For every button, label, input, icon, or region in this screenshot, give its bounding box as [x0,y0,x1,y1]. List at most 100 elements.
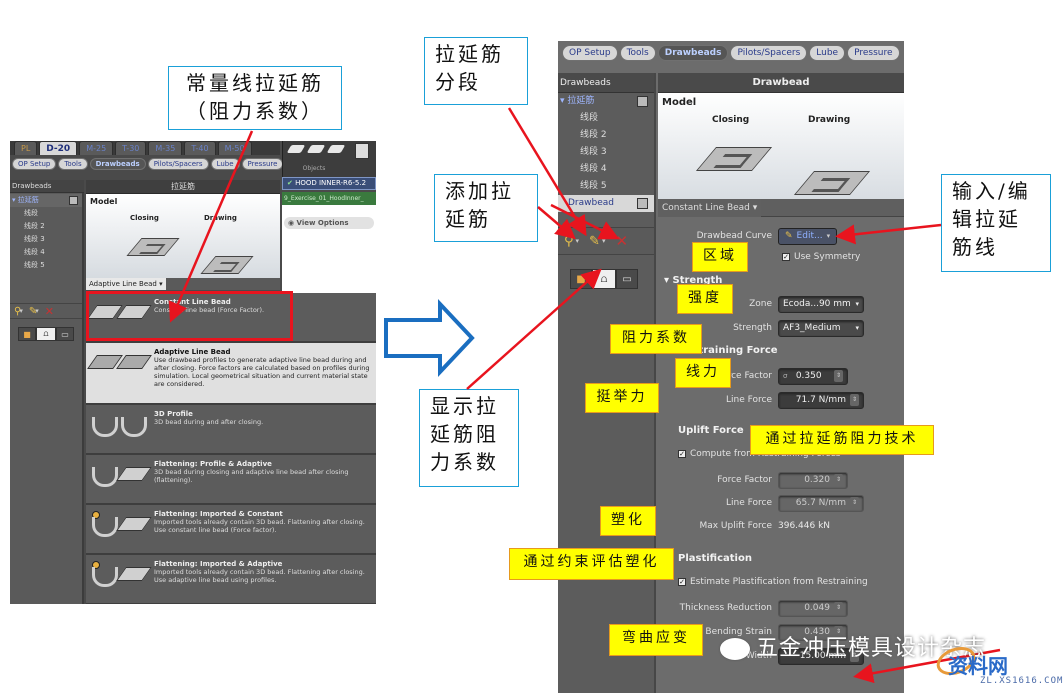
bead-type-dropdown[interactable]: Adaptive Line Bead ▾ [86,278,166,290]
bending-strain-input[interactable]: 0.430⇕ [778,623,848,641]
pill-lube[interactable]: Lube [210,158,240,170]
edit-curve-button[interactable]: ✎Edit...▾ [778,227,838,245]
use-symmetry-checkbox[interactable]: ✓ [782,253,790,261]
add-drawbead-icon[interactable]: ⚲ [564,233,574,249]
pill-tools[interactable]: Tools [619,45,656,61]
stepper-icon[interactable]: ⇕ [833,626,843,638]
note-plastic: 塑化 [600,506,656,536]
chevron-down-icon[interactable]: ▾ [601,237,606,245]
pill-pressure[interactable]: Pressure [847,45,900,61]
bead-profile-icon[interactable]: ⩍ [36,327,56,341]
strength-dropdown[interactable]: AF3_Medium▾ [778,319,864,337]
menu-item-flattening-profile-adaptive[interactable]: Flattening: Profile & Adaptive 3D bead d… [86,455,376,505]
tree-item-segment-4[interactable]: 线段 4 [580,164,607,174]
estimate-plastification-row: ✓ Estimate Plastification from Restraini… [678,577,868,587]
exercise-bar[interactable]: 9_Exercise_01_HoodInner_ [282,192,376,205]
menu-item-flattening-imported-adaptive[interactable]: Flattening: Imported & Adaptive Imported… [86,555,376,604]
site-url: ZL.XS1616.COM [980,676,1064,686]
tree-item-segment-1[interactable]: 线段 [24,209,38,217]
pill-pilots-spacers[interactable]: Pilots/Spacers [730,45,808,61]
stage-tab-t40[interactable]: T-40 [184,141,216,155]
stage-tab-m50[interactable]: M-50 [217,141,252,155]
pill-pressure[interactable]: Pressure [241,158,284,170]
tree-root-drawbead[interactable]: ▾ 拉延筋 [558,93,654,110]
flat-object-icon[interactable] [286,145,306,153]
tree-item-segment-1[interactable]: 线段 [580,113,599,123]
cube-icon[interactable]: ■ [570,269,592,289]
max-uplift-row: Max Uplift Force 396.446 kN [658,517,830,535]
visibility-toggle[interactable] [637,198,648,209]
panel-header: Drawbead [658,73,904,93]
compute-restraining-checkbox[interactable]: ✓ [678,450,686,458]
zone-value: Ecoda...90 mm [783,298,851,309]
visibility-toggle[interactable] [637,96,648,107]
uplift-force-factor-input[interactable]: 0.320⇕ [778,471,848,489]
menu-item-adaptive-line-bead[interactable]: Adaptive Line Bead Use drawbead profiles… [86,343,376,405]
pill-op-setup[interactable]: OP Setup [12,158,57,170]
view-options-button[interactable]: ◉ View Options [284,217,374,229]
delete-icon[interactable]: ✕ [615,232,629,250]
tree-item-segment-5[interactable]: 线段 5 [24,261,45,269]
stepper-icon[interactable]: ⇕ [833,602,843,614]
3d-viewport[interactable]: ◉ View Options [282,205,376,293]
line-force-input[interactable]: 71.7 N/mm⇕ [778,391,864,409]
uplift-line-force-input[interactable]: 65.7 N/mm⇕ [778,494,864,512]
closing-label: Closing [712,115,750,125]
delete-icon[interactable]: ✕ [44,304,54,318]
tree-item-segment-3[interactable]: 线段 3 [24,235,45,243]
bead-profile-icon[interactable]: ⩍ [592,269,616,289]
thickness-reduction-input[interactable]: 0.049⇕ [778,599,848,617]
stepper-icon[interactable]: ⇕ [833,474,843,486]
chevron-down-icon[interactable]: ▾ [575,237,580,245]
chevron-down-icon[interactable]: ▾ [826,231,831,240]
tree-item-segment-3[interactable]: 线段 3 [580,147,607,157]
pencil-icon[interactable]: ✎ [28,305,38,317]
tree-item-segment-2[interactable]: 线段 2 [580,130,607,140]
strength-section-title[interactable]: ▾ Strength [664,275,722,286]
stage-tab-m35[interactable]: M-35 [148,141,183,155]
tree-root-drawbead[interactable]: ▾ 拉延筋 [10,194,82,207]
estimate-plastification-checkbox[interactable]: ✓ [678,578,686,586]
strength-row: Strength AF3_Medium▾ [658,319,864,337]
tree-item-segment-4[interactable]: 线段 4 [24,248,45,256]
stepper-icon[interactable]: ⇕ [849,650,859,662]
stepper-icon[interactable]: ⇕ [849,497,859,509]
stage-tab-pl[interactable]: PL [14,141,38,155]
tree-item-drawbead[interactable]: Drawbead [558,195,654,212]
zone-dropdown[interactable]: Ecoda...90 mm▾ [778,295,864,313]
view-mode-buttons: ■ ⩍ ▭ [570,269,638,289]
pencil-icon[interactable]: ✎ [589,233,600,249]
pill-drawbeads[interactable]: Drawbeads [657,45,729,61]
menu-item-flattening-imported-constant[interactable]: Flattening: Imported & Constant Imported… [86,505,376,555]
menu-item-3d-profile[interactable]: 3D Profile 3D bead during and after clos… [86,405,376,455]
chevron-down-icon[interactable]: ▾ [35,307,39,315]
sidebar-toolbar: ⚲▾ ✎▾ ✕ [10,303,82,319]
tree-item-segment-5[interactable]: 线段 5 [580,181,607,191]
stepper-icon[interactable]: ⇕ [849,394,859,406]
export-page-icon[interactable] [355,143,369,159]
stepper-icon[interactable]: ⇕ [833,370,843,382]
hood-part-bar[interactable]: ✔ HOOD INNER-R6-5.2 [282,177,376,190]
pill-op-setup[interactable]: OP Setup [562,45,618,61]
shaded-object-icon[interactable] [306,145,326,153]
pill-lube[interactable]: Lube [809,45,846,61]
label-tag-icon[interactable]: ▭ [616,269,638,289]
chevron-down-icon[interactable]: ▾ [19,307,23,315]
add-drawbead-icon[interactable]: ⚲ [14,305,22,317]
visibility-toggle[interactable] [69,196,78,205]
bead-type-dropdown[interactable]: Constant Line Bead ▾ [658,199,762,217]
stage-tab-m25[interactable]: M-25 [79,141,114,155]
pill-drawbeads[interactable]: Drawbeads [89,158,146,170]
stage-tab-d20[interactable]: D-20 [39,141,78,155]
pill-pilots-spacers[interactable]: Pilots/Spacers [147,158,209,170]
objects-panel: Objects [282,141,376,177]
cube-icon[interactable]: ■ [18,327,36,341]
pill-tools[interactable]: Tools [58,158,88,170]
label-tag-icon[interactable]: ▭ [56,327,74,341]
drawing-bead-icon [793,171,871,195]
curved-object-icon[interactable] [326,145,346,153]
stage-tab-t30[interactable]: T-30 [115,141,147,155]
chevron-down-icon: ▾ [855,323,859,332]
tree-item-segment-2[interactable]: 线段 2 [24,222,45,230]
